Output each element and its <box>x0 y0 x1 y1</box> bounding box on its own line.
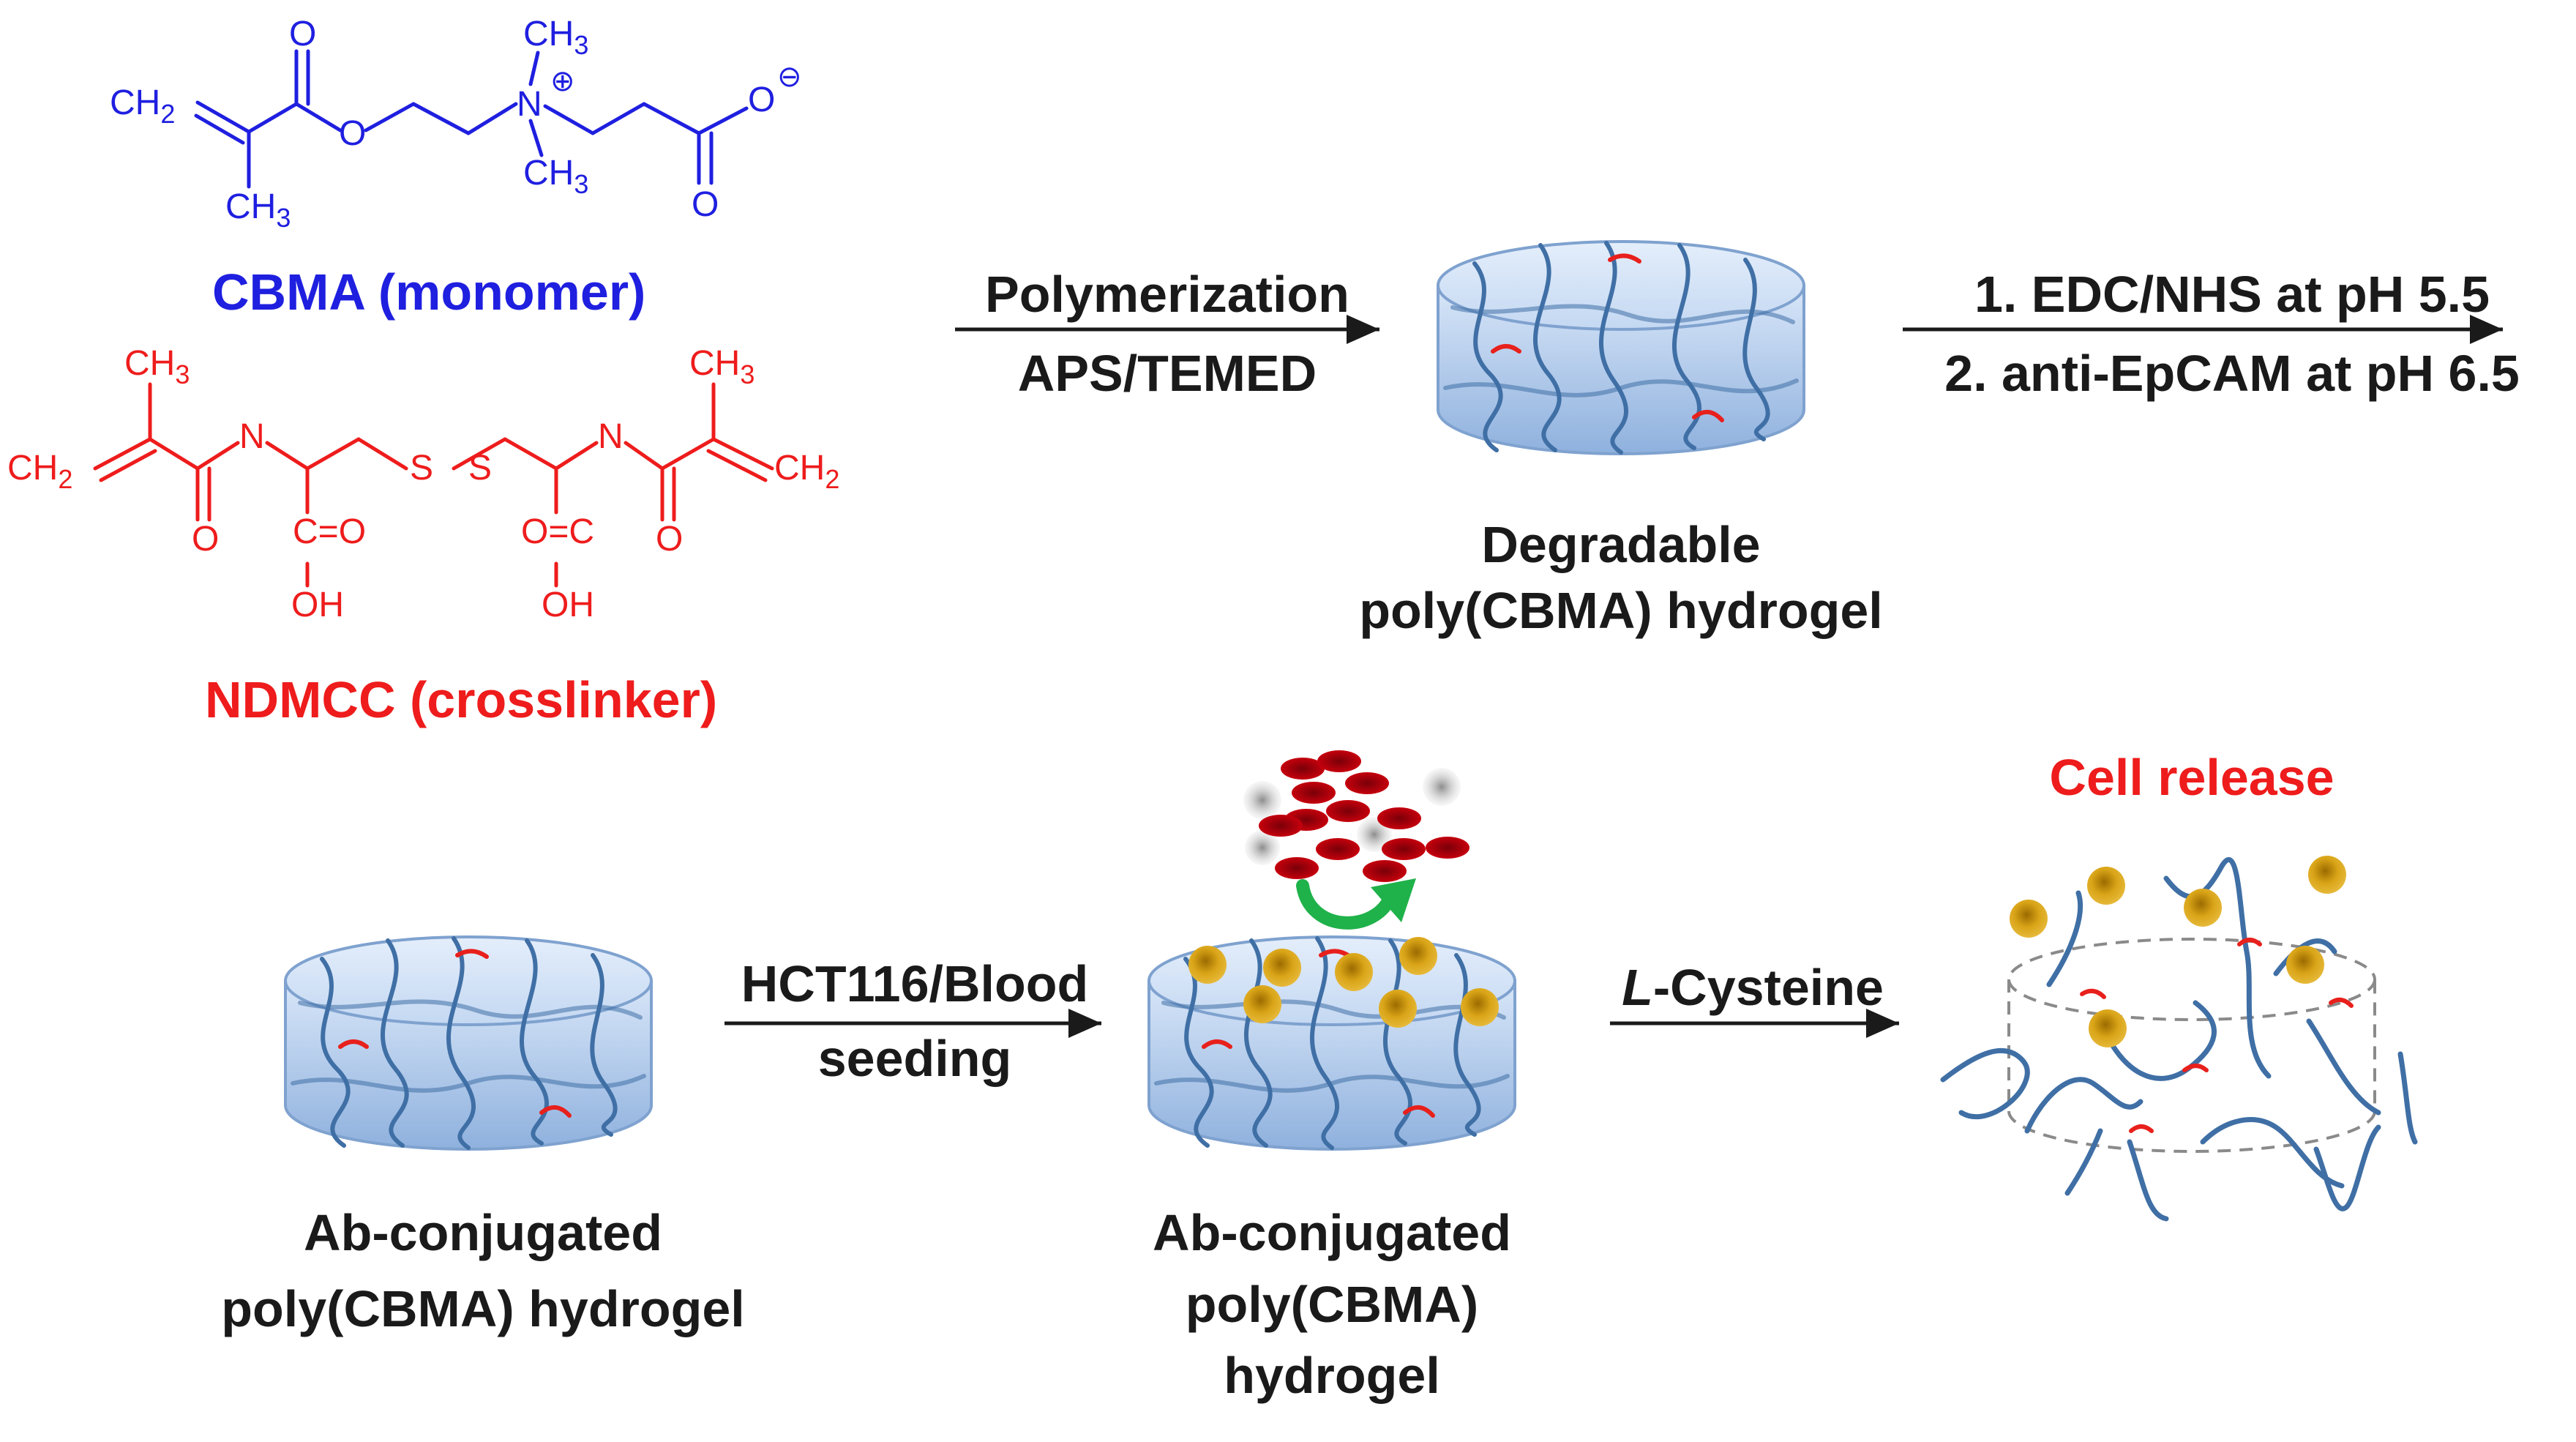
seeding-label-line1: HCT116/Blood <box>741 955 1089 1012</box>
seeded-gel-caption-line1: Ab-conjugated <box>1153 1204 1511 1261</box>
release-label-italic: L <box>1622 959 1653 1016</box>
seeding-label-line2: seeding <box>817 1029 1012 1087</box>
polymerization-initiator: APS/TEMED <box>1017 344 1317 402</box>
seeded-gel-caption-line3: hydrogel <box>1224 1347 1440 1405</box>
ndmcc-ch2-left: CH2 <box>7 449 72 494</box>
ndmcc-s1: S <box>410 449 433 487</box>
seeding-label: HCT116/Blood seeding <box>703 952 1127 1091</box>
polymerization-label: Polymerization APS/TEMED <box>951 262 1383 406</box>
cbma-structure: CH2 CH3 O O N ⊕ CH3 CH3 O ⊖ O <box>110 15 802 233</box>
cbma-o-ester: O <box>339 114 366 153</box>
degradable-gel-caption: Degradable poly(CBMA) hydrogel <box>1288 512 1954 643</box>
ab-gel-caption-line1: Ab-conjugated <box>304 1204 662 1261</box>
cbma-ch3: CH3 <box>225 187 291 233</box>
blood-cells <box>1243 750 1469 882</box>
cbma-n-methyl-top: CH3 <box>523 15 588 60</box>
ndmcc-structure: CH3 CH2 O N C=O OH S S O=C OH N O CH3 CH… <box>7 344 839 624</box>
seeded-hydrogel <box>1149 937 1515 1149</box>
conjugation-step-1: 1. EDC/NHS at pH 5.5 <box>1974 266 2490 323</box>
ndmcc-n-right: N <box>598 417 624 456</box>
release-label-rest: -Cysteine <box>1652 959 1884 1016</box>
seeded-gel-caption: Ab-conjugated poly(CBMA) hydrogel <box>1083 1200 1581 1409</box>
ndmcc-cooh-left: C=O <box>293 512 366 551</box>
ab-conjugated-hydrogel <box>285 937 651 1149</box>
conjugation-step-2: 2. anti-EpCAM at pH 6.5 <box>1944 344 2520 402</box>
release-label: L-Cysteine <box>1595 955 1910 1021</box>
tumor-cells <box>1188 937 1499 1028</box>
ndmcc-label: NDMCC (crosslinker) <box>205 671 718 728</box>
degradable-hydrogel <box>1438 242 1804 454</box>
ndmcc-cooh-right: O=C <box>521 512 594 551</box>
released-cells <box>2010 856 2346 1047</box>
ab-gel-caption-line2: poly(CBMA) hydrogel <box>221 1280 745 1337</box>
ndmcc-ch3-right: CH3 <box>689 344 755 389</box>
cell-release-title: Cell release <box>2049 749 2334 806</box>
seeded-gel-caption-line2: poly(CBMA) <box>1185 1275 1479 1333</box>
polymerization-reagent: Polymerization <box>985 266 1349 323</box>
ndmcc-oh-left: OH <box>291 586 344 624</box>
ndmcc-n-left: N <box>239 417 265 456</box>
cbma-label: CBMA (monomer) <box>212 264 646 321</box>
ndmcc-oh-right: OH <box>542 586 594 624</box>
cbma-o-carboxylate: O <box>748 81 775 119</box>
cbma-o-carboxyl: O <box>692 185 719 224</box>
cbma-o-carbonyl: O <box>289 15 316 53</box>
conjugation-label: 1. EDC/NHS at pH 5.5 2. anti-EpCAM at pH… <box>1895 262 2569 406</box>
cbma-n-plus: ⊕ <box>550 65 575 97</box>
degraded-hydrogel <box>1940 856 2418 1222</box>
ndmcc-ch2-right: CH2 <box>774 449 839 494</box>
cbma-n-methyl-bottom: CH3 <box>523 154 588 199</box>
ndmcc-o-left: O <box>192 520 219 559</box>
degradable-gel-caption-line2: poly(CBMA) hydrogel <box>1359 581 1883 639</box>
ndmcc-ch3-left: CH3 <box>124 344 190 389</box>
cbma-n: N <box>517 85 542 124</box>
degradable-gel-caption-line1: Degradable <box>1481 516 1761 573</box>
ndmcc-s2: S <box>468 449 492 487</box>
ab-gel-caption: Ab-conjugated poly(CBMA) hydrogel <box>176 1200 790 1342</box>
cbma-o-minus: ⊖ <box>777 61 802 93</box>
cbma-ch2: CH2 <box>110 83 175 129</box>
exchange-arrow <box>1296 878 1416 930</box>
ndmcc-o-right: O <box>656 520 683 559</box>
